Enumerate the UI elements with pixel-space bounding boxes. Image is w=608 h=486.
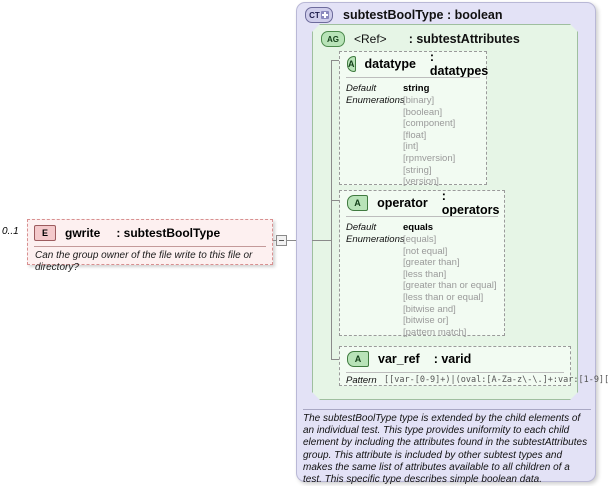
- facet-label-enumerations: Enumerations: [346, 95, 405, 106]
- facet-label-default: Default: [346, 83, 377, 94]
- element-icon: E: [34, 225, 56, 241]
- attributegroup-type: : subtestAttributes: [408, 32, 520, 46]
- attribute-box-var_ref[interactable]: A var_ref : varid Pattern [[var-[0-9]+)|…: [339, 346, 608, 386]
- divider: [346, 77, 480, 78]
- plus-icon[interactable]: [320, 11, 329, 19]
- enumeration-item: [equals]: [403, 234, 437, 245]
- enumeration-item: [string]: [403, 164, 432, 176]
- facet-label-pattern: Pattern: [346, 375, 377, 386]
- enumeration-item: [less than or equal]: [403, 291, 484, 303]
- enumeration-item: [bitwise and]: [403, 303, 456, 315]
- minus-icon: [279, 240, 284, 241]
- enumeration-item: [greater than]: [403, 257, 460, 269]
- element-header: E gwrite : subtestBoolType: [28, 220, 272, 246]
- enumeration-list-operator: [equals][not equal][greater than][less t…: [403, 234, 496, 338]
- enumeration-item: [version]: [403, 176, 439, 188]
- attribute-header-datatype: A datatype : datatypes: [340, 50, 489, 78]
- facet-label-enumerations: Enumerations: [346, 234, 405, 245]
- documentation-divider: [303, 409, 591, 410]
- facet-value-default: string: [403, 83, 430, 94]
- connector-line-left: [273, 240, 277, 241]
- enumeration-item: [rpmversion]: [403, 152, 456, 164]
- attributegroup-header: AG <Ref> : subtestAttributes: [313, 27, 577, 51]
- element-name: gwrite: [65, 226, 101, 240]
- enumeration-item: [greater than or equal]: [403, 280, 497, 292]
- attribute-name: datatype: [364, 57, 416, 71]
- attributegroup-icon: AG: [321, 31, 345, 47]
- tree-branch-operator: [331, 200, 345, 201]
- enumeration-item: [component]: [403, 118, 456, 130]
- attribute-type: : operators: [441, 189, 500, 217]
- enumeration-list-datatype: [binary][boolean][component][float][int]…: [403, 95, 455, 188]
- complextype-documentation: The subtestBoolType type is extended by …: [303, 413, 588, 486]
- tree-branch-varref: [331, 359, 345, 360]
- element-type: : subtestBoolType: [116, 226, 221, 240]
- divider: [346, 216, 498, 217]
- divider: [346, 372, 564, 373]
- divider: [34, 246, 266, 247]
- attribute-name: operator: [377, 196, 428, 210]
- facet-label-default: Default: [346, 222, 377, 233]
- enumeration-item: [pattern match]: [403, 326, 467, 338]
- element-box-gwrite[interactable]: E gwrite : subtestBoolType Can the group…: [27, 219, 273, 273]
- enumeration-item: [int]: [403, 141, 419, 153]
- attribute-box-datatype[interactable]: A datatype : datatypes Default Enumerati…: [339, 50, 489, 188]
- complextype-title: subtestBoolType : boolean: [343, 8, 503, 22]
- complextype-icon-label: CT: [309, 10, 320, 20]
- enumeration-item: [binary]: [403, 95, 435, 106]
- attribute-header-varref: A var_ref : varid: [340, 347, 570, 371]
- complextype-header: CT subtestBoolType : boolean: [297, 3, 595, 27]
- tree-branch-in: [312, 240, 331, 241]
- facet-value-pattern: [[var-[0-9]+)|(oval:[A-Za-z\-\.]+:var:[1…: [384, 375, 608, 385]
- attribute-type: : varid: [433, 352, 472, 366]
- enumeration-item: [bitwise or]: [403, 315, 449, 327]
- facet-value-default: equals: [403, 222, 434, 233]
- element-documentation: Can the group owner of the file write to…: [35, 250, 253, 273]
- enumeration-item: [boolean]: [403, 106, 443, 118]
- complextype-icon[interactable]: CT: [305, 7, 333, 23]
- enumeration-item: [less than]: [403, 268, 447, 280]
- attribute-header-operator: A operator : operators: [340, 189, 504, 217]
- tree-vertical-connector: [331, 60, 332, 360]
- enumeration-item: [not equal]: [403, 245, 448, 257]
- attribute-icon: A: [347, 351, 369, 367]
- attribute-name: var_ref: [378, 352, 420, 366]
- attribute-icon: A: [347, 195, 369, 211]
- attribute-type: : datatypes: [429, 50, 489, 78]
- attribute-box-operator[interactable]: A operator : operators Default Enumerati…: [339, 189, 505, 338]
- tree-branch-datatype: [331, 60, 345, 61]
- enumeration-item: [float]: [403, 129, 427, 141]
- occurrence-indicator: 0..1: [2, 226, 19, 237]
- attribute-icon: A: [347, 56, 356, 72]
- attributegroup-ref: <Ref>: [354, 32, 387, 46]
